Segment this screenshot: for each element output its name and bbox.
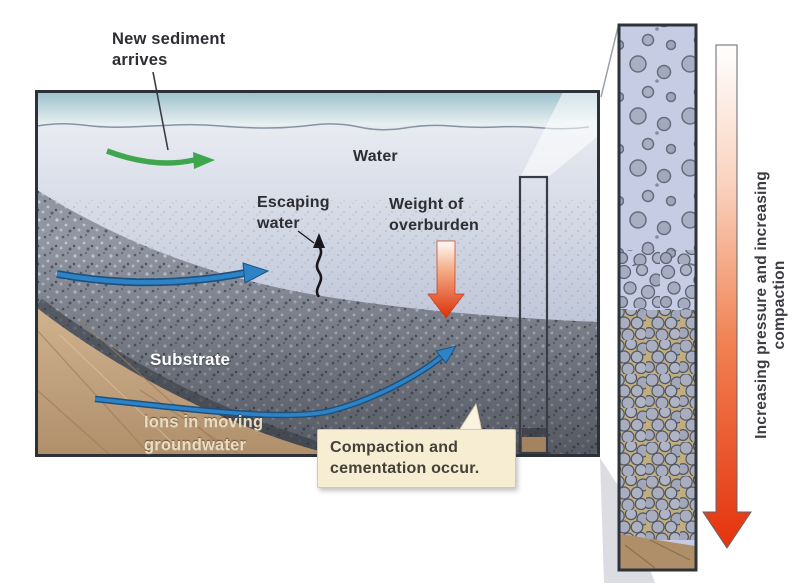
compaction-callout: Compaction and cementation occur. [317, 429, 516, 488]
column-packed-grains [620, 310, 695, 540]
column-settling-grains [620, 250, 695, 320]
compaction-callout-text: Compaction and cementation occur. [330, 439, 480, 477]
column-loose-grains [620, 26, 695, 266]
substrate-label: Substrate [150, 350, 231, 369]
cross-section-scene [37, 92, 598, 455]
weight-overburden-arrow [427, 240, 465, 319]
blue-ion-flow-arrow-upper [56, 262, 270, 287]
substrate-rock [37, 308, 335, 455]
substrate-highlight [59, 334, 181, 451]
escaping-water-label: Escaping water [257, 194, 330, 232]
sky-band [37, 92, 598, 127]
new-sediment-label: New sediment arrives [112, 30, 226, 69]
column-border [617, 23, 698, 572]
sample-column-substrate [522, 437, 546, 452]
blue-ion-flow-arrow-lower [94, 345, 458, 419]
pressure-gradient-arrow [702, 44, 752, 549]
substrate-cracks [37, 319, 241, 455]
column-substrate [620, 534, 695, 569]
magnifier-projection-wedge [520, 92, 598, 178]
escaping-water-squiggle-arrow [297, 230, 325, 298]
column-substrate-cracks [624, 539, 691, 569]
new-sediment-pointer-line [152, 71, 169, 151]
magnified-column [620, 26, 695, 569]
projection-line-top [600, 26, 619, 98]
sample-column-outline [518, 175, 549, 455]
weight-of-overburden-label: Weight of overburden [389, 196, 480, 234]
compacted-dark-band [37, 298, 343, 455]
water-label: Water [353, 148, 398, 165]
ions-groundwater-label: Ions in moving groundwater [144, 413, 264, 454]
pressure-compaction-axis-label: Increasing pressure and increasing compa… [753, 171, 788, 439]
green-current-arrow [106, 148, 215, 169]
water-surface-line [37, 122, 590, 131]
sample-column-dark-layer [522, 428, 546, 437]
